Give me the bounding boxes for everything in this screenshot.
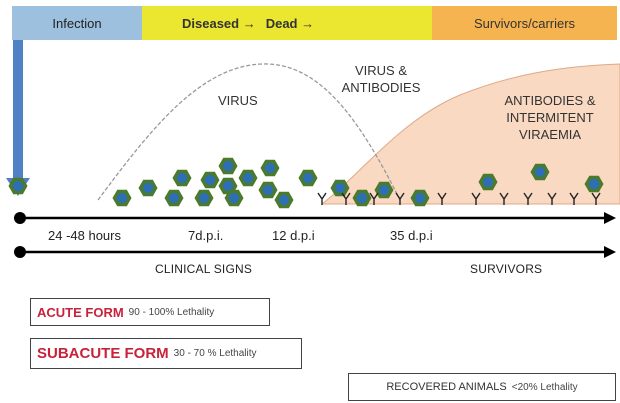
- virus-curve: [97, 63, 401, 201]
- phase-survivors-label: Survivors/carriers: [473, 15, 576, 31]
- virus-particle-icon: [258, 181, 278, 199]
- virus-particles: [8, 157, 604, 209]
- label-virus: VIRUS: [218, 92, 258, 109]
- subacute-form-lethality: 30 - 70 % Lethality: [173, 348, 257, 359]
- label-virus-antibodies-line2: ANTIBODIES: [341, 80, 421, 95]
- virus-particle-icon: [8, 177, 28, 195]
- virus-particle-icon: [194, 189, 214, 207]
- phase-infection-label: Infection: [52, 15, 102, 31]
- virus-particle-icon: [238, 169, 258, 187]
- label-antibodies-line3: VIRAEMIA: [518, 127, 582, 142]
- recovered-animals-box: RECOVERED ANIMALS <20% Lethality: [348, 373, 616, 401]
- antibody-icon: [591, 192, 601, 205]
- subacute-form-box: SUBACUTE FORM 30 - 70 % Lethality: [30, 338, 302, 369]
- virus-particle-icon: [172, 169, 192, 187]
- label-antibodies-viraemia: ANTIBODIES & INTERMITENT VIRAEMIA: [490, 92, 610, 143]
- virus-particle-icon: [138, 179, 158, 197]
- phase-dead-label: Dead →: [265, 15, 315, 31]
- phase-diseased-label: Diseased →: [182, 15, 256, 31]
- phase-diseased-dead: Diseased → Dead →: [142, 6, 432, 40]
- antibody-icon: [437, 192, 447, 205]
- antibody-icon: [369, 192, 379, 205]
- antibody-icon: [471, 192, 481, 205]
- acute-form-box: ACUTE FORM 90 - 100% Lethality: [30, 298, 270, 326]
- timeline-arrow: [14, 212, 616, 224]
- label-clinical-signs: CLINICAL SIGNS: [155, 262, 253, 276]
- tick-35dpi: 35 d.p.i: [390, 228, 433, 243]
- virus-particle-icon: [218, 157, 238, 175]
- phase-infection: Infection: [12, 6, 142, 40]
- antibody-icon: [499, 192, 509, 205]
- antibody-icon: [395, 192, 405, 205]
- virus-particle-icon: [374, 181, 394, 199]
- antibody-icon: [341, 192, 351, 205]
- tick-24-48-hours: 24 -48 hours: [48, 228, 121, 243]
- acute-form-lethality: 90 - 100% Lethality: [128, 306, 215, 318]
- virus-particle-icon: [410, 189, 430, 207]
- recovered-animals-name: RECOVERED ANIMALS: [386, 381, 507, 393]
- antibody-icon: [547, 192, 557, 205]
- infection-arrow: [6, 40, 30, 196]
- label-virus-text: VIRUS: [218, 93, 258, 108]
- antibody-icon: [569, 192, 579, 205]
- virus-particle-icon: [584, 175, 604, 193]
- virus-particle-icon: [274, 191, 294, 209]
- antibody-icon: [317, 192, 327, 205]
- tick-7dpi: 7d.p.i.: [188, 228, 224, 243]
- antibody-markers: [317, 192, 601, 205]
- virus-particle-icon: [330, 179, 350, 197]
- label-antibodies-line2: INTERMITENT: [506, 110, 594, 125]
- label-survivors: SURVIVORS: [470, 262, 543, 276]
- virus-particle-icon: [478, 173, 498, 191]
- label-virus-antibodies: VIRUS & ANTIBODIES: [326, 62, 436, 96]
- label-virus-antibodies-line1: VIRUS &: [354, 63, 407, 78]
- virus-particle-icon: [112, 189, 132, 207]
- phase-survivors: Survivors/carriers: [432, 6, 617, 40]
- virus-particle-icon: [298, 169, 318, 187]
- phase-arrow: [14, 246, 616, 258]
- virus-particle-icon: [224, 189, 244, 207]
- virus-particle-icon: [352, 189, 372, 207]
- tick-12dpi: 12 d.p.i: [272, 228, 315, 243]
- subacute-form-name: SUBACUTE FORM: [37, 345, 169, 362]
- recovered-animals-lethality: <20% Lethality: [511, 381, 578, 393]
- virus-particle-icon: [164, 189, 184, 207]
- label-antibodies-line1: ANTIBODIES &: [504, 93, 596, 108]
- acute-form-name: ACUTE FORM: [37, 304, 124, 320]
- antibody-icon: [523, 192, 533, 205]
- virus-particle-icon: [260, 159, 280, 177]
- virus-particle-icon: [530, 163, 550, 181]
- virus-particle-icon: [200, 171, 220, 189]
